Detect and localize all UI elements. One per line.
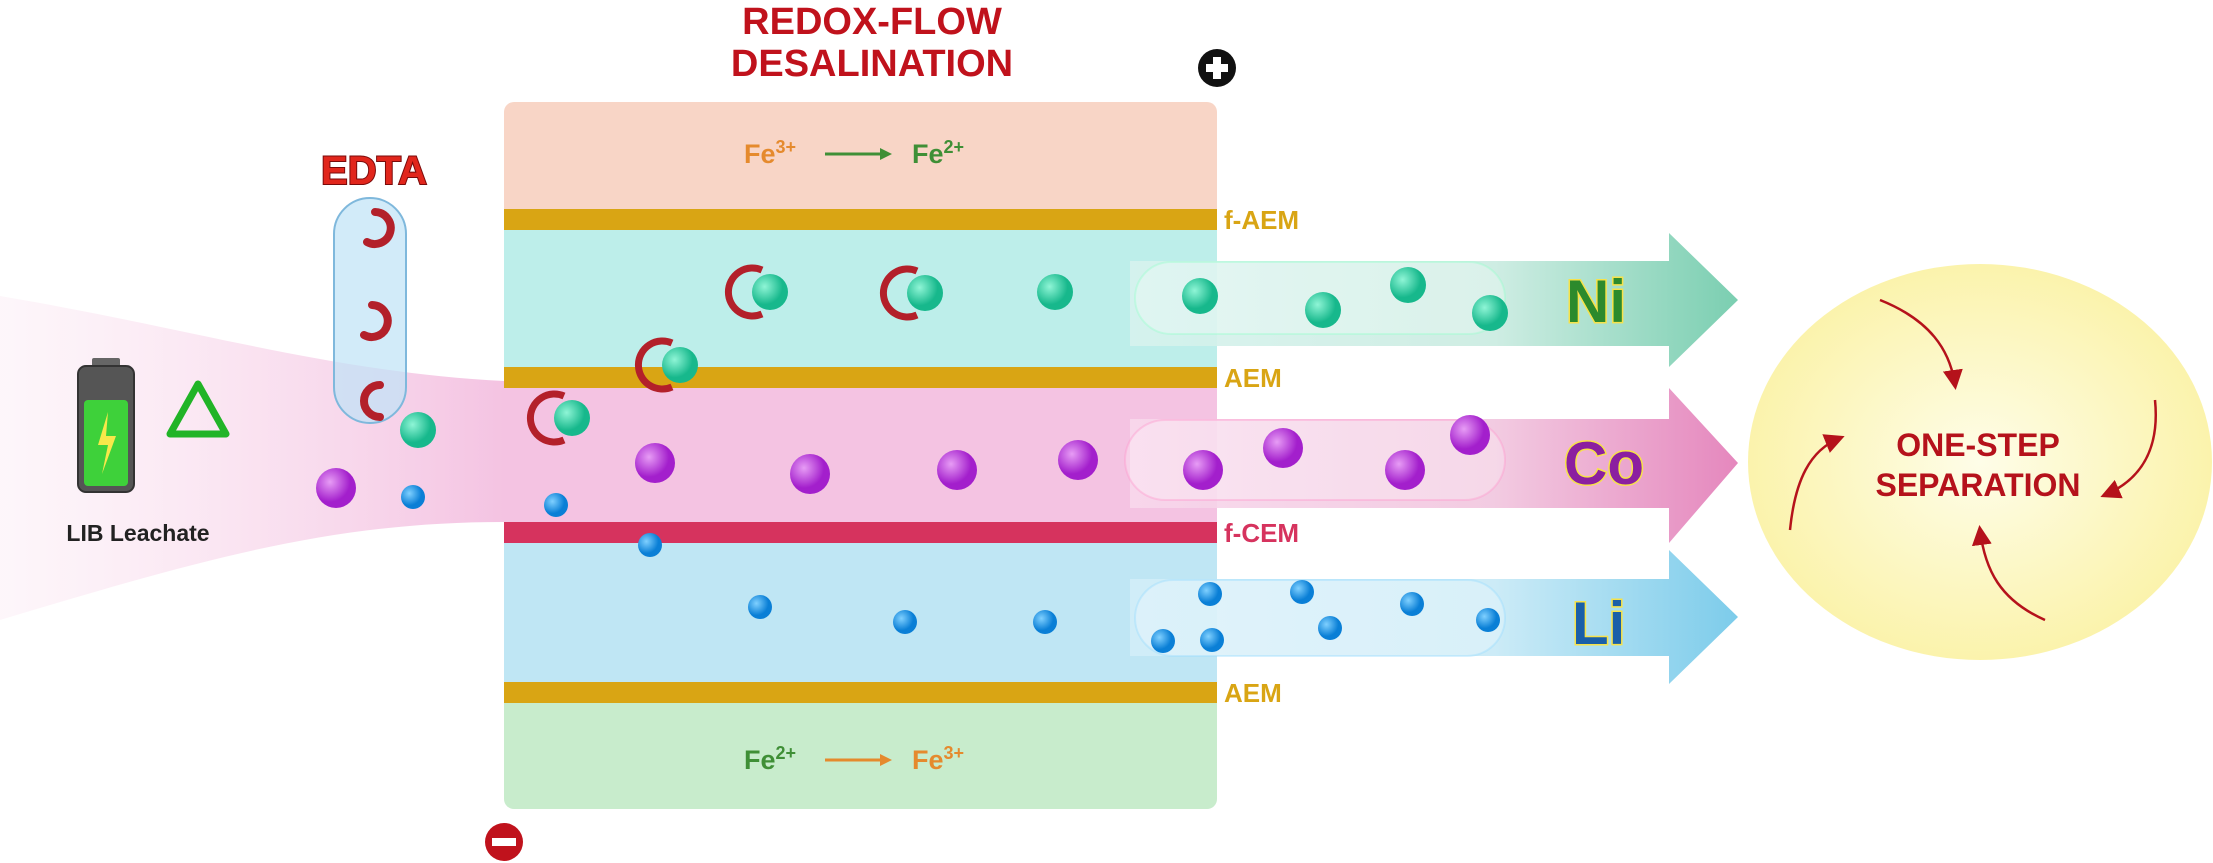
anolyte-chamber	[504, 102, 1217, 222]
svg-text:Fe2+: Fe2+	[912, 137, 964, 169]
redox-cell	[504, 102, 1217, 809]
li-ion-particle	[1476, 608, 1500, 632]
edta-chelate-ring	[724, 264, 764, 320]
co-ion-particle	[316, 468, 356, 508]
ni-ion-particle	[1472, 295, 1508, 331]
ni-ion-particle	[1390, 267, 1426, 303]
co-ion-particle	[1183, 450, 1223, 490]
svg-text:Fe2+: Fe2+	[744, 743, 796, 775]
catholyte-chamber	[504, 690, 1217, 809]
separation-result-circle	[1748, 264, 2212, 660]
ni-ion-particle	[662, 347, 698, 383]
svg-text:Fe3+: Fe3+	[744, 137, 796, 169]
li-ion-particle	[1200, 628, 1224, 652]
co-ion-particle	[1058, 440, 1098, 480]
ni-ion-particle	[1305, 292, 1341, 328]
ni-ion-particle	[752, 274, 788, 310]
plus-circle-icon	[1198, 49, 1236, 87]
co-ion-particle	[1385, 450, 1425, 490]
ni-ion-particle	[554, 400, 590, 436]
membrane-label-f-aem: f-AEM	[1224, 205, 1299, 235]
ni-output-arrow	[1130, 233, 1738, 367]
li-ion-particle	[893, 610, 917, 634]
li-output-arrow	[1130, 550, 1738, 684]
li-channel	[504, 543, 1217, 682]
li-ion-particle	[1290, 580, 1314, 604]
ion-particles	[316, 264, 1508, 653]
co-ion-particle	[635, 443, 675, 483]
co-ion-particle	[1263, 428, 1303, 468]
membrane-label-aem-2: AEM	[1224, 678, 1282, 708]
li-ion-particle	[1400, 592, 1424, 616]
svg-text:Fe3+: Fe3+	[912, 743, 964, 775]
li-ion-particle	[1033, 610, 1057, 634]
recycle-icon	[166, 380, 230, 438]
battery-icon	[77, 358, 135, 493]
result-line-1: ONE-STEP	[1896, 427, 2060, 463]
li-label: Li	[1572, 590, 1625, 657]
leachate-label: LIB Leachate	[66, 520, 209, 546]
title-line-1: REDOX-FLOW	[742, 1, 1002, 43]
membrane-label-aem-1: AEM	[1224, 363, 1282, 393]
co-ion-particle	[937, 450, 977, 490]
membrane-f-aem	[504, 209, 1217, 230]
bottom-reaction: Fe2+ Fe3+	[744, 743, 964, 775]
result-line-2: SEPARATION	[1875, 467, 2080, 503]
edta-molecules	[360, 208, 395, 421]
edta-tube	[333, 197, 407, 424]
li-ion-particle	[1318, 616, 1342, 640]
membrane-aem-1	[504, 367, 1217, 388]
ni-label: Ni	[1566, 268, 1626, 335]
co-ion-particle	[790, 454, 830, 494]
edta-chelate-ring	[634, 337, 674, 393]
ni-ion-particle	[907, 275, 943, 311]
co-tube	[1124, 419, 1506, 501]
ni-channel	[504, 230, 1217, 367]
edta-chelate-ring	[526, 390, 566, 446]
li-ion-particle	[401, 485, 425, 509]
convergence-arrows	[1788, 298, 2157, 622]
ni-ion-particle	[1182, 278, 1218, 314]
minus-circle-icon	[485, 823, 523, 861]
top-reaction: Fe3+ Fe2+	[744, 137, 964, 169]
edta-chelate-ring	[879, 265, 919, 321]
membrane-f-cem	[504, 522, 1217, 543]
ni-ion-particle	[400, 412, 436, 448]
ni-ion-particle	[1037, 274, 1073, 310]
membrane-label-f-cem: f-CEM	[1224, 518, 1299, 548]
li-ion-particle	[638, 533, 662, 557]
li-ion-particle	[1151, 629, 1175, 653]
li-tube	[1134, 579, 1506, 657]
leachate-stream	[0, 296, 504, 620]
co-channel	[504, 388, 1217, 522]
edta-label: EDTA	[321, 149, 427, 193]
li-ion-particle	[544, 493, 568, 517]
li-ion-particle	[748, 595, 772, 619]
co-ion-particle	[1450, 415, 1490, 455]
co-label: Co	[1564, 430, 1644, 497]
li-ion-particle	[1198, 582, 1222, 606]
membrane-aem-2	[504, 682, 1217, 703]
title-line-2: DESALINATION	[731, 43, 1013, 85]
co-output-arrow	[1130, 388, 1738, 543]
